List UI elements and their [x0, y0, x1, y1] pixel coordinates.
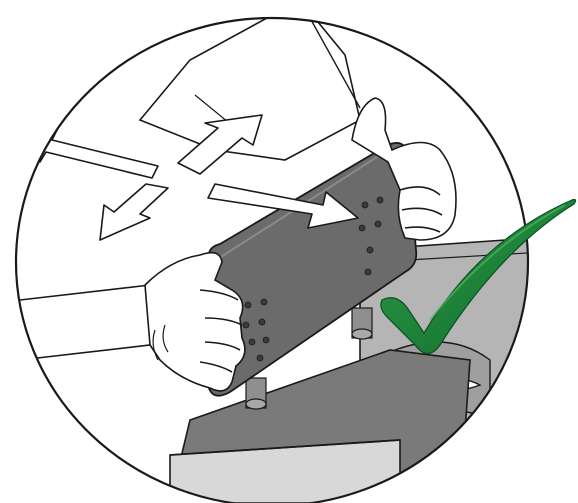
instruction-illustration: [0, 0, 578, 503]
illustration-stage: [0, 0, 578, 503]
